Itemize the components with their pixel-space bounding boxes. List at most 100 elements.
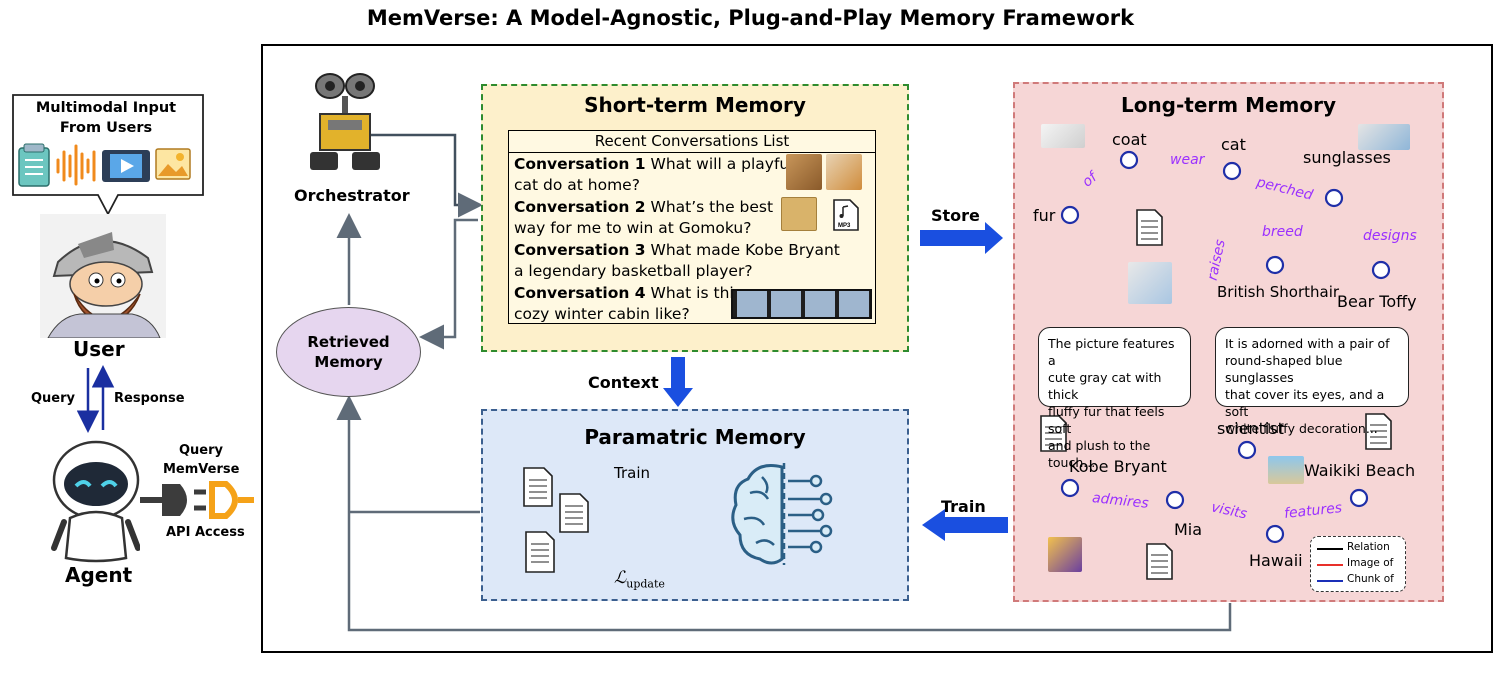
api-access-label: API Access xyxy=(166,525,245,540)
node-label-cat: cat xyxy=(1221,135,1246,154)
ltm-title: Long-term Memory xyxy=(1120,93,1337,117)
node-label-mia: Mia xyxy=(1174,520,1203,539)
conversation-2-name: Conversation 2 xyxy=(514,198,646,216)
document-clipboard-icon xyxy=(18,143,50,187)
stm-to-retrieved-line xyxy=(419,218,478,350)
kobe-chunk-doc-icon xyxy=(1040,415,1067,452)
orchestrator-to-stm-line xyxy=(370,133,483,218)
conversation-3-name: Conversation 3 xyxy=(514,241,646,259)
train-arrow xyxy=(922,509,1008,541)
store-arrow xyxy=(920,222,1003,254)
orchestrator-label: Orchestrator xyxy=(294,186,410,205)
bubble-line-2: From Users xyxy=(59,120,153,136)
agent-label: Agent xyxy=(65,563,133,587)
brain-network-icon xyxy=(731,463,833,565)
sunglasses-callout-line-3: that cover its eyes, and a soft xyxy=(1225,387,1385,419)
mp3-text: MP3 xyxy=(838,223,851,229)
node-hawaii xyxy=(1265,524,1285,544)
legend-relation-label: Relation xyxy=(1347,541,1390,553)
query-memverse-line-1: Query xyxy=(178,443,223,458)
conversation-1: Conversation 1 What will a playful cat d… xyxy=(514,154,794,196)
node-british-shorthair xyxy=(1265,255,1285,275)
legend-chunk-of: Chunk of xyxy=(1317,573,1403,587)
mia-chunk-doc-icon xyxy=(1146,543,1173,580)
audio-waveform-icon xyxy=(56,144,96,186)
cat-callout-line-2: cute gray cat with thick xyxy=(1048,370,1162,402)
conversation-1-line-2: cat do at home? xyxy=(514,176,640,194)
node-label-waikiki: Waikiki Beach xyxy=(1304,461,1416,480)
response-label: Response xyxy=(114,391,185,406)
store-label: Store xyxy=(931,206,980,225)
node-coat xyxy=(1119,150,1139,170)
train-label: Train xyxy=(941,497,986,516)
sunglasses-description-callout: It is adorned with a pair of round-shape… xyxy=(1215,327,1409,436)
sunglasses-image-thumbnail xyxy=(1358,124,1410,150)
parametric-title: Paramatric Memory xyxy=(584,425,806,449)
waikiki-chunk-doc-icon xyxy=(1365,413,1392,450)
node-bear-toffy xyxy=(1371,260,1391,280)
winter-cabin-video-thumbnail xyxy=(731,289,872,319)
conversation-2-line-2: way for me to win at Gomoku? xyxy=(514,219,752,237)
conversation-4-line-2: cozy winter cabin like? xyxy=(514,305,690,323)
legend-relation: Relation xyxy=(1317,541,1403,555)
modality-icons xyxy=(18,143,191,187)
node-label-scientist: scientist xyxy=(1217,419,1284,438)
loss-subscript: update xyxy=(626,577,665,591)
cat-photo-thumbnail-1 xyxy=(786,154,822,190)
node-label-british: British Shorthair xyxy=(1217,283,1340,301)
user-avatar xyxy=(40,214,166,338)
cat-callout-line-4: and plush to the touch... xyxy=(1048,438,1151,470)
conversation-4-line-1: What is this xyxy=(650,284,742,302)
retrieved-memory-node: Retrieved Memory xyxy=(276,307,421,397)
edge-label-wear: wear xyxy=(1170,152,1205,168)
legend-chunk-of-label: Chunk of xyxy=(1347,573,1394,585)
query-memverse-label: Query MemVerse xyxy=(163,441,239,479)
conversation-4: Conversation 4 What is this cozy winter … xyxy=(514,283,742,325)
document-icon-2 xyxy=(559,493,589,533)
agent-robot-icon xyxy=(51,440,140,563)
node-mia xyxy=(1165,490,1185,510)
video-film-icon xyxy=(102,150,150,182)
conversation-1-line-1: What will a playful xyxy=(650,155,794,173)
loss-label: ℒupdate xyxy=(614,568,665,590)
plug-connector-icon xyxy=(140,481,254,519)
conversation-3-line-2: a legendary basketball player? xyxy=(514,262,753,280)
cat-chunk-doc-icon xyxy=(1136,209,1163,246)
legend-image-of-label: Image of xyxy=(1347,557,1394,569)
node-label-kobe: Kobe Bryant xyxy=(1069,457,1167,476)
image-picture-icon xyxy=(155,148,191,180)
bubble-line-1: Multimodal Input xyxy=(35,100,177,116)
node-cat xyxy=(1222,161,1242,181)
edge-label-designs: designs xyxy=(1363,228,1417,244)
node-label-coat: coat xyxy=(1112,130,1147,149)
conversation-list-header: Recent Conversations List xyxy=(509,131,875,153)
node-kobe-bryant xyxy=(1060,478,1080,498)
node-sunglasses xyxy=(1324,188,1344,208)
context-label: Context xyxy=(588,373,659,392)
cat-photo-thumbnail-2 xyxy=(826,154,862,190)
orchestrator-robot-icon xyxy=(310,73,380,170)
memory-graph-nodes xyxy=(1060,150,1391,544)
node-label-hawaii: Hawaii xyxy=(1249,551,1303,570)
node-scientist xyxy=(1237,440,1257,460)
conversation-3-line-1: What made Kobe Bryant xyxy=(650,241,840,259)
cat-callout-line-1: The picture features a xyxy=(1048,336,1175,368)
cat-sunglasses-image-thumbnail xyxy=(1128,262,1172,304)
query-memverse-line-2: MemVerse xyxy=(163,462,240,477)
conversation-1-name: Conversation 1 xyxy=(514,155,646,173)
user-label: User xyxy=(73,337,125,361)
document-icon-1 xyxy=(523,467,553,507)
legend-image-of: Image of xyxy=(1317,557,1403,571)
edge-label-breed: breed xyxy=(1262,224,1303,240)
document-icon-3 xyxy=(525,531,555,573)
graph-legend: Relation Image of Chunk of xyxy=(1310,536,1406,592)
node-fur xyxy=(1060,205,1080,225)
train-arrow-label: Train xyxy=(614,464,650,482)
training-documents xyxy=(523,467,589,573)
conversation-4-name: Conversation 4 xyxy=(514,284,646,302)
coat-image-thumbnail xyxy=(1041,124,1085,148)
retrieved-line-2: Memory xyxy=(314,353,383,371)
node-waikiki xyxy=(1349,488,1369,508)
conversation-2-line-1: What’s the best xyxy=(650,198,774,216)
stm-title: Short-term Memory xyxy=(584,93,806,117)
